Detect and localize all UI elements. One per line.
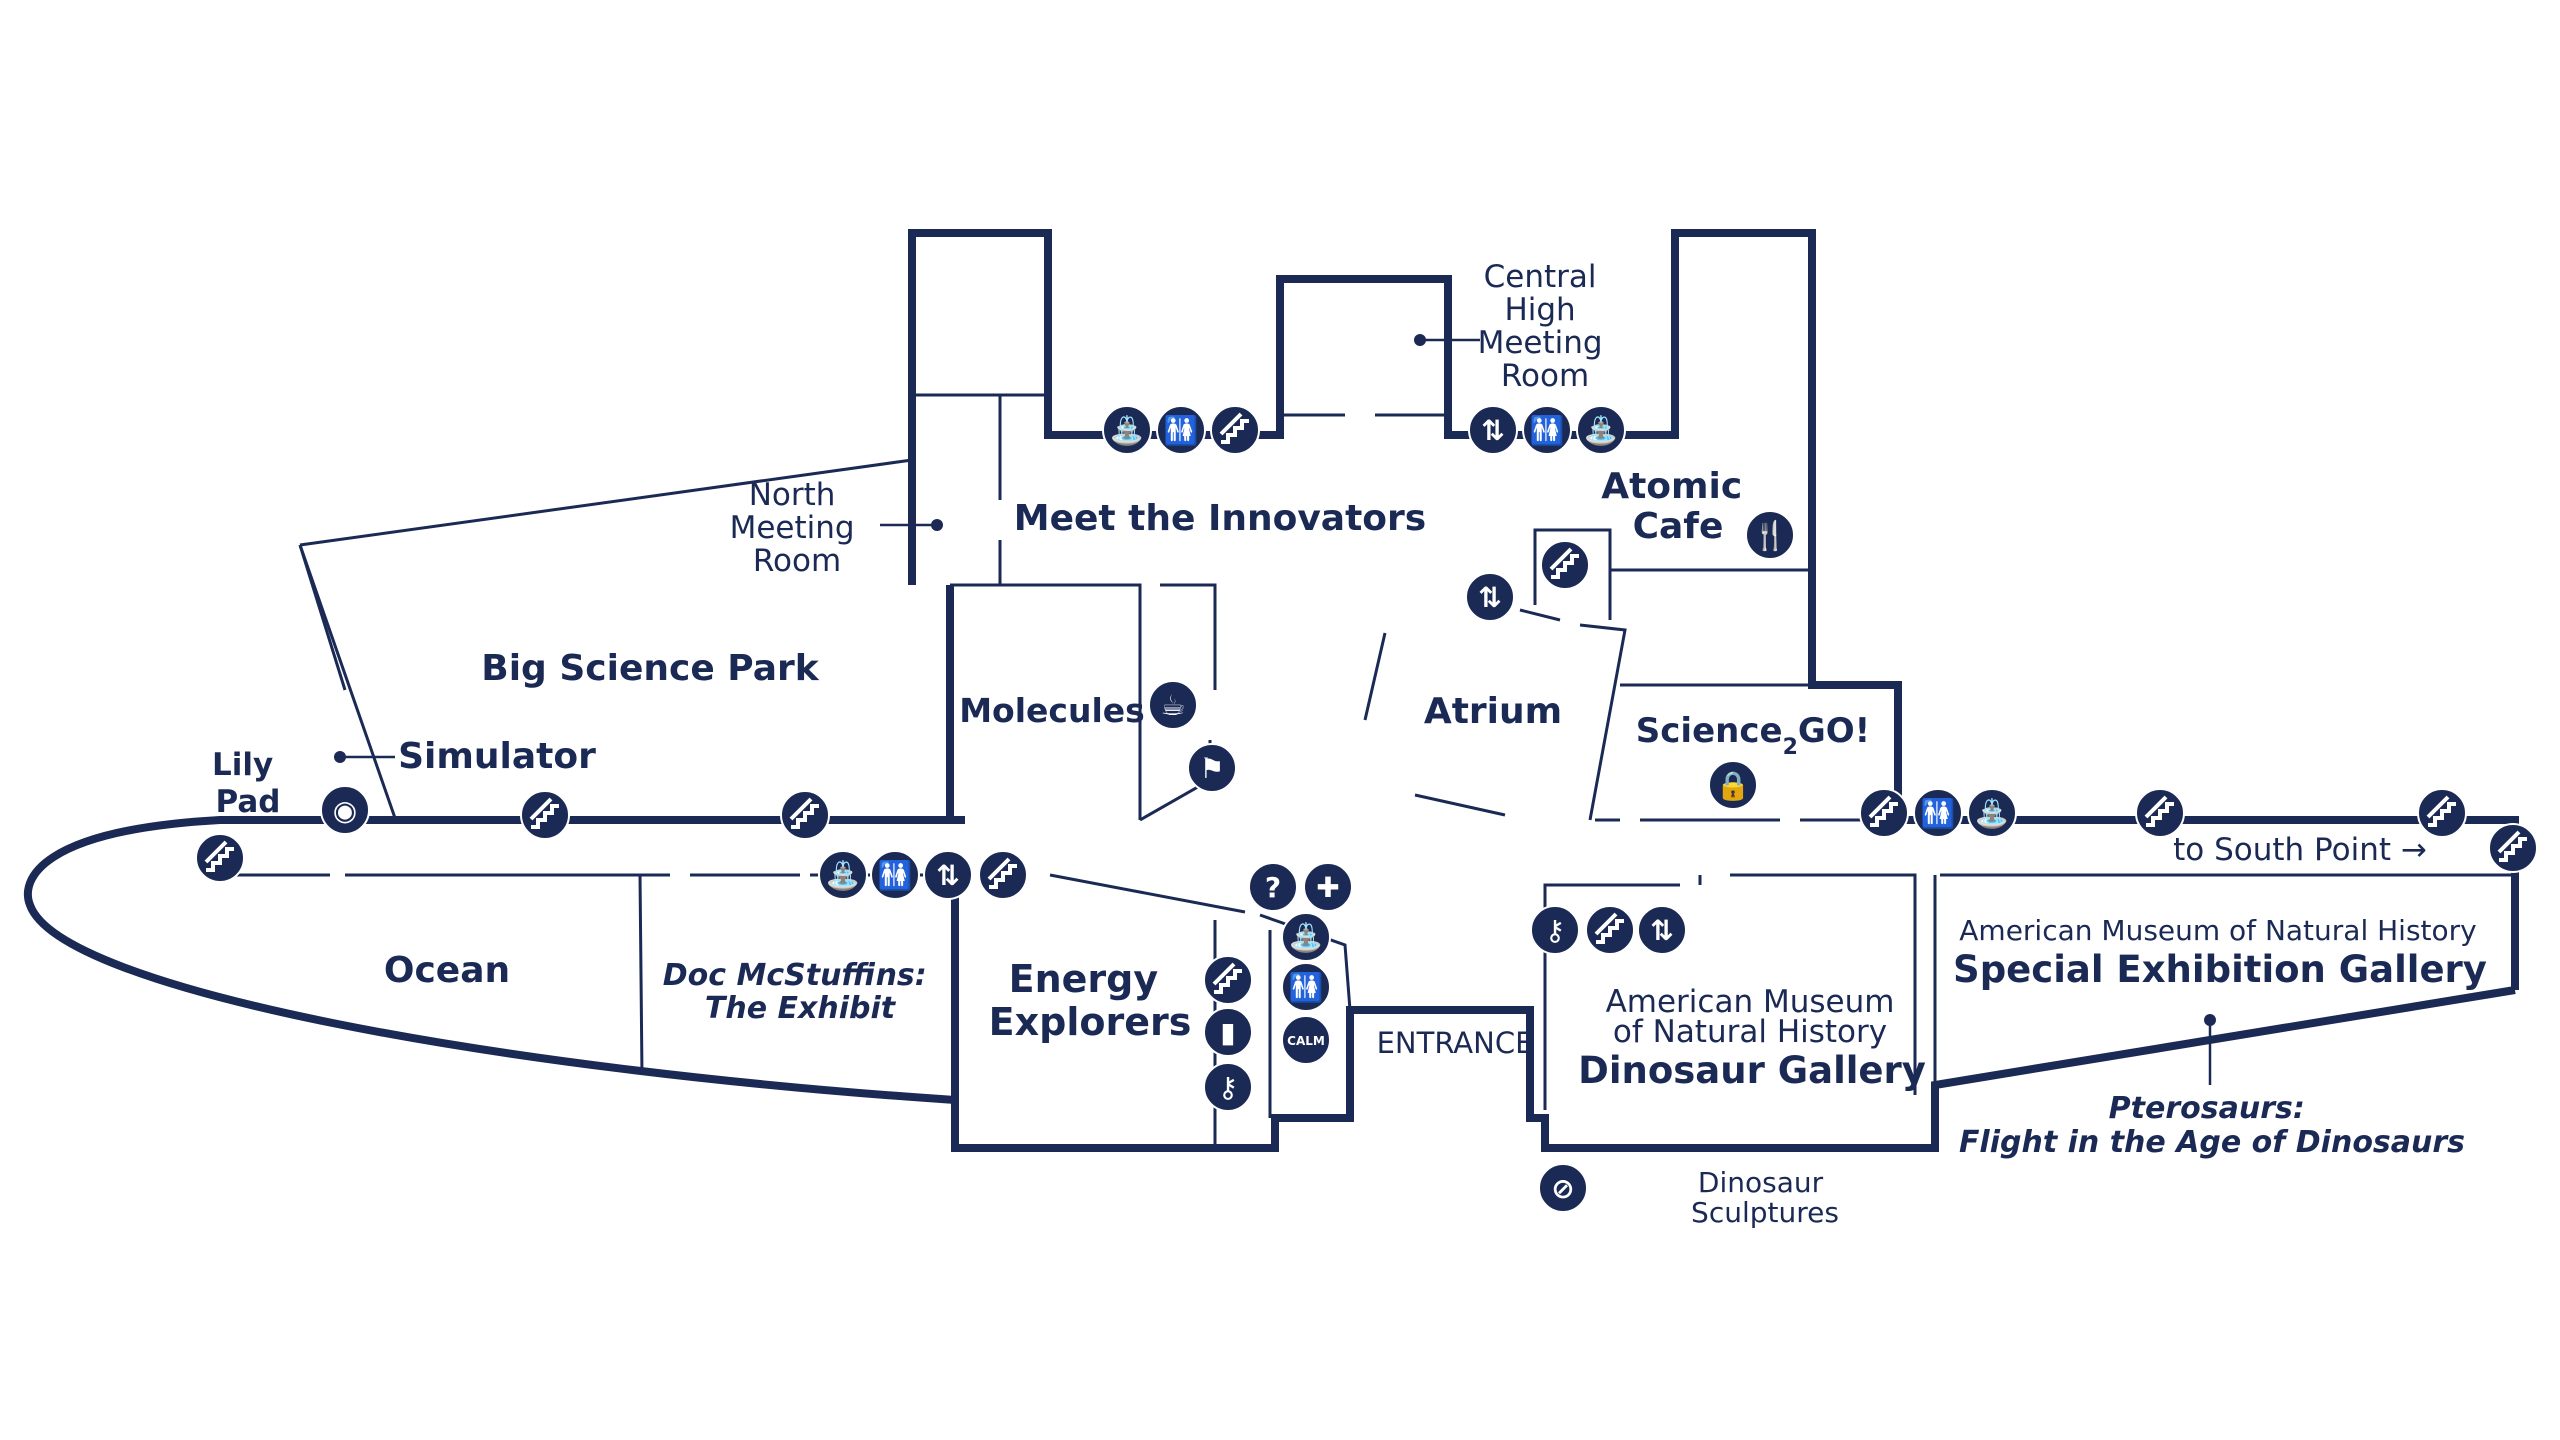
fountain-icon: ⛲ [1576, 405, 1626, 455]
entrance-label: ENTRANCE [1377, 1026, 1534, 1060]
restroom-icon: 🚻 [1522, 405, 1572, 455]
stairs-icon [2417, 788, 2467, 838]
svg-text:⇅: ⇅ [1478, 581, 1501, 614]
svg-text:⚷: ⚷ [1545, 914, 1566, 947]
to-south-point-label: to South Point → [2173, 832, 2427, 868]
restroom-icon: 🚻 [1156, 405, 1206, 455]
kiosk-icon: ⚑ [1187, 743, 1237, 793]
stairs-icon [780, 790, 830, 840]
svg-text:⚷: ⚷ [1218, 1071, 1239, 1104]
stairs-icon [2135, 788, 2185, 838]
camera-icon: ◉ [320, 785, 370, 835]
molecules-label: Molecules [959, 691, 1145, 730]
svg-text:?: ? [1265, 871, 1281, 904]
battery-icon: ▮ [1203, 1007, 1253, 1057]
elevator-icon: ⇅ [1637, 905, 1687, 955]
meet-the-innovators-label: Meet the Innovators [1014, 498, 1426, 539]
restroom-icon: 🚻 [870, 850, 920, 900]
room-labels: North Meeting Room Meet the Innovators C… [212, 259, 2487, 1229]
dinosaur-sculptures-label: Dinosaur Sculptures [1691, 1166, 1839, 1229]
dinosaur-gallery-label: American Museum of Natural History Dinos… [1578, 984, 1926, 1092]
ocean-label: Ocean [384, 950, 510, 991]
svg-text:⛲: ⛲ [826, 859, 861, 892]
amenity-icons: ⛲ 🚻 ⇅ 🚻 ⛲ 🍴 ⇅ ☕ ⚑ ◉ ⛲ 🚻 ⇅? ✚ ⛲ 🚻 CALM ▮ ⚷ 🔒 🚻 ⛲ ⚷ ⇅ ⊘ [195, 405, 2538, 1213]
stairs-icon [520, 790, 570, 840]
svg-text:⛲: ⛲ [1584, 414, 1619, 447]
fountain-icon: ⛲ [1102, 405, 1152, 455]
lock-icon: 🔒 [1708, 760, 1758, 810]
svg-text:CALM: CALM [1287, 1034, 1325, 1048]
svg-text:▮: ▮ [1220, 1016, 1235, 1049]
svg-text:🚻: 🚻 [878, 859, 913, 892]
label-pointers [334, 334, 2216, 1085]
elevator-icon: ⇅ [1465, 572, 1515, 622]
building-walls [23, 229, 2519, 1152]
svg-text:⛲: ⛲ [1975, 797, 2010, 830]
first-aid-icon: ✚ [1303, 862, 1353, 912]
svg-text:⇅: ⇅ [1481, 414, 1504, 447]
special-exhibition-gallery-label: American Museum of Natural History Speci… [1953, 914, 2487, 991]
key-icon: ⚷ [1530, 905, 1580, 955]
svg-text:⇅: ⇅ [1650, 914, 1673, 947]
atrium-label: Atrium [1424, 691, 1562, 732]
svg-text:⛲: ⛲ [1110, 414, 1145, 447]
fountain-icon: ⛲ [818, 850, 868, 900]
svg-text:✚: ✚ [1316, 871, 1339, 904]
lily-pad-label: Lily Pad [212, 747, 284, 820]
info-icon: ? [1248, 862, 1298, 912]
svg-text:🚻: 🚻 [1164, 414, 1199, 447]
fountain-icon: ⛲ [1281, 912, 1331, 962]
svg-text:🚻: 🚻 [1289, 971, 1324, 1004]
stairs-icon [195, 833, 245, 883]
coffee-icon: ☕ [1148, 680, 1198, 730]
stairs-icon [1210, 405, 1260, 455]
atomic-cafe-label: Atomic Cafe [1601, 466, 1755, 547]
svg-text:🍴: 🍴 [1753, 519, 1788, 552]
svg-text:🚻: 🚻 [1921, 797, 1956, 830]
svg-text:◉: ◉ [333, 794, 357, 827]
svg-text:🚻: 🚻 [1530, 414, 1565, 447]
stairs-icon [1540, 540, 1590, 590]
energy-explorers-label: Energy Explorers [989, 957, 1192, 1044]
simulator-label: Simulator [398, 736, 596, 777]
key-icon: ⚷ [1203, 1062, 1253, 1112]
svg-text:⊘: ⊘ [1551, 1172, 1574, 1205]
svg-text:☕: ☕ [1160, 689, 1185, 722]
svg-text:🔒: 🔒 [1716, 769, 1751, 802]
elevator-icon: ⇅ [1468, 405, 1518, 455]
stairs-icon [1203, 955, 1253, 1005]
fountain-icon: ⛲ [1967, 788, 2017, 838]
no-smoking-icon: ⊘ [1538, 1163, 1588, 1213]
central-high-meeting-room-label: Central High Meeting Room [1478, 259, 1613, 394]
svg-text:⛲: ⛲ [1289, 921, 1324, 954]
calm-icon: CALM [1281, 1015, 1331, 1065]
restroom-icon: 🚻 [1913, 788, 1963, 838]
food-icon: 🍴 [1745, 510, 1795, 560]
science2go-label: Science2GO! [1636, 711, 1870, 760]
stairs-icon [978, 850, 1028, 900]
stairs-icon [1585, 905, 1635, 955]
restroom-icon: 🚻 [1281, 962, 1331, 1012]
big-science-park-label: Big Science Park [481, 648, 819, 689]
svg-text:⚑: ⚑ [1199, 752, 1224, 785]
north-meeting-room-label: North Meeting Room [730, 477, 865, 579]
svg-text:⇅: ⇅ [936, 859, 959, 892]
stairs-icon [1859, 788, 1909, 838]
pterosaurs-label: Pterosaurs: Flight in the Age of Dinosau… [1959, 1091, 2465, 1160]
stairs-icon [2488, 823, 2538, 873]
elevator-icon: ⇅ [923, 850, 973, 900]
doc-mcstuffins-label: Doc McStuffins: The Exhibit [663, 958, 937, 1026]
